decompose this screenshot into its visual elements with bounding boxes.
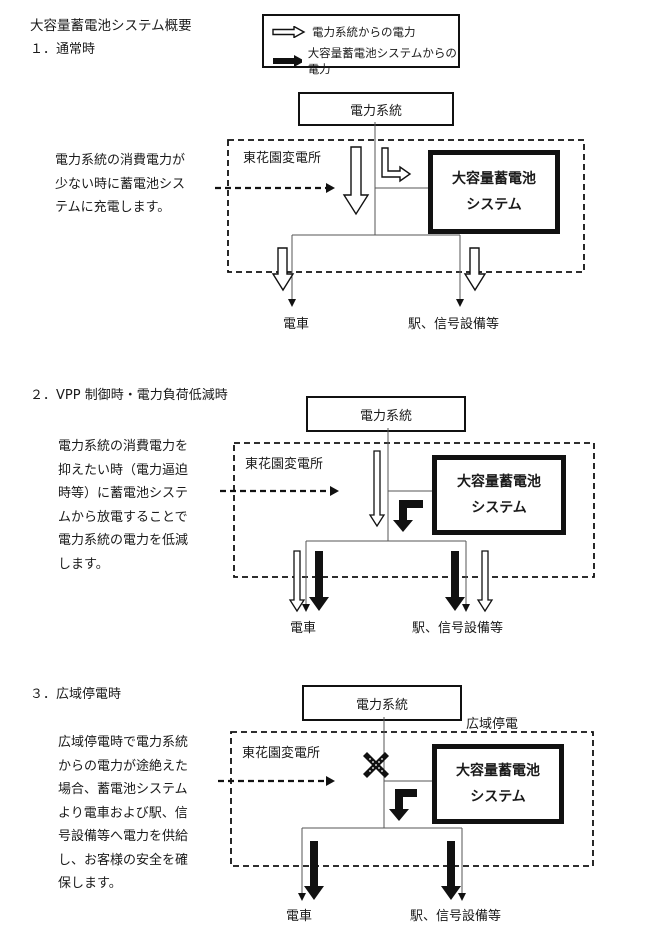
hollow-arrow-icon <box>476 550 494 613</box>
pointer-head-icon <box>326 776 335 786</box>
solid-arrow-icon <box>389 789 417 821</box>
substation-label: 東花園変電所 <box>243 151 322 166</box>
grid-box: 電力系統 <box>306 396 466 432</box>
hollow-arrow-icon <box>381 147 412 183</box>
substation-label: 東花園変電所 <box>242 746 321 761</box>
battery-box: 大容量蓄電池 システム <box>432 455 566 535</box>
substation-label: 東花園変電所 <box>245 457 324 472</box>
hollow-arrow-icon <box>368 450 386 528</box>
legend: 電力系統からの電力 大容量蓄電池システムからの電力 <box>262 14 460 76</box>
description: 広域停電時で電力系統 からの電力が途絶えた 場合、蓄電池システム より電車および… <box>58 735 189 891</box>
pointer-head-icon <box>326 183 335 193</box>
description: 電力系統の消費電力を 抑えたい時（電力逼迫 時等）に蓄電池システ ムから放電する… <box>58 439 189 572</box>
outage-x-icon <box>363 752 389 778</box>
legend-item-battery: 大容量蓄電池システムからの電力 <box>272 45 458 77</box>
section-heading: ２．VPP 制御時・電力負荷低減時 <box>30 388 228 403</box>
solid-arrow-icon <box>309 551 329 611</box>
load-train-label: 電車 <box>283 317 310 332</box>
hollow-arrow-icon <box>271 247 295 292</box>
solid-arrow-icon <box>445 551 465 611</box>
hollow-arrow-icon <box>272 26 306 38</box>
grid-label: 電力系統 <box>359 408 412 424</box>
grid-label: 電力系統 <box>355 697 408 713</box>
page-title: 大容量蓄電池システム概要 <box>30 18 192 34</box>
solid-arrow-icon <box>393 500 423 532</box>
battery-label: 大容量蓄電池 システム <box>457 474 541 516</box>
solid-arrow-icon <box>304 841 324 900</box>
grid-box: 電力系統 <box>302 685 462 721</box>
legend-label-grid: 電力系統からの電力 <box>312 25 416 39</box>
pointer-head-icon <box>330 486 339 496</box>
battery-box: 大容量蓄電池 システム <box>432 744 564 824</box>
section-heading: ３．広域停電時 <box>30 687 122 702</box>
load-station-label: 駅、信号設備等 <box>410 909 502 924</box>
battery-box: 大容量蓄電池 システム <box>428 150 560 234</box>
description: 電力系統の消費電力が 少ない時に蓄電池シス テムに充電します。 <box>55 153 186 215</box>
load-train-label: 電車 <box>290 621 317 636</box>
section-heading: １．通常時 <box>30 42 96 57</box>
legend-item-grid: 電力系統からの電力 <box>272 24 416 40</box>
solid-arrow-icon <box>441 841 461 900</box>
grid-label: 電力系統 <box>349 103 402 119</box>
hollow-arrow-icon <box>463 247 487 292</box>
outage-label: 広域停電 <box>466 717 519 732</box>
load-station-label: 駅、信号設備等 <box>408 317 500 332</box>
hollow-arrow-icon <box>342 146 370 216</box>
load-train-label: 電車 <box>286 909 313 924</box>
solid-arrow-icon <box>273 55 302 67</box>
hollow-arrow-icon <box>288 550 306 613</box>
grid-box: 電力系統 <box>298 92 454 126</box>
battery-label: 大容量蓄電池 システム <box>452 171 536 213</box>
load-station-label: 駅、信号設備等 <box>412 621 504 636</box>
legend-label-battery: 大容量蓄電池システムからの電力 <box>307 46 457 76</box>
battery-label: 大容量蓄電池 システム <box>456 763 540 805</box>
